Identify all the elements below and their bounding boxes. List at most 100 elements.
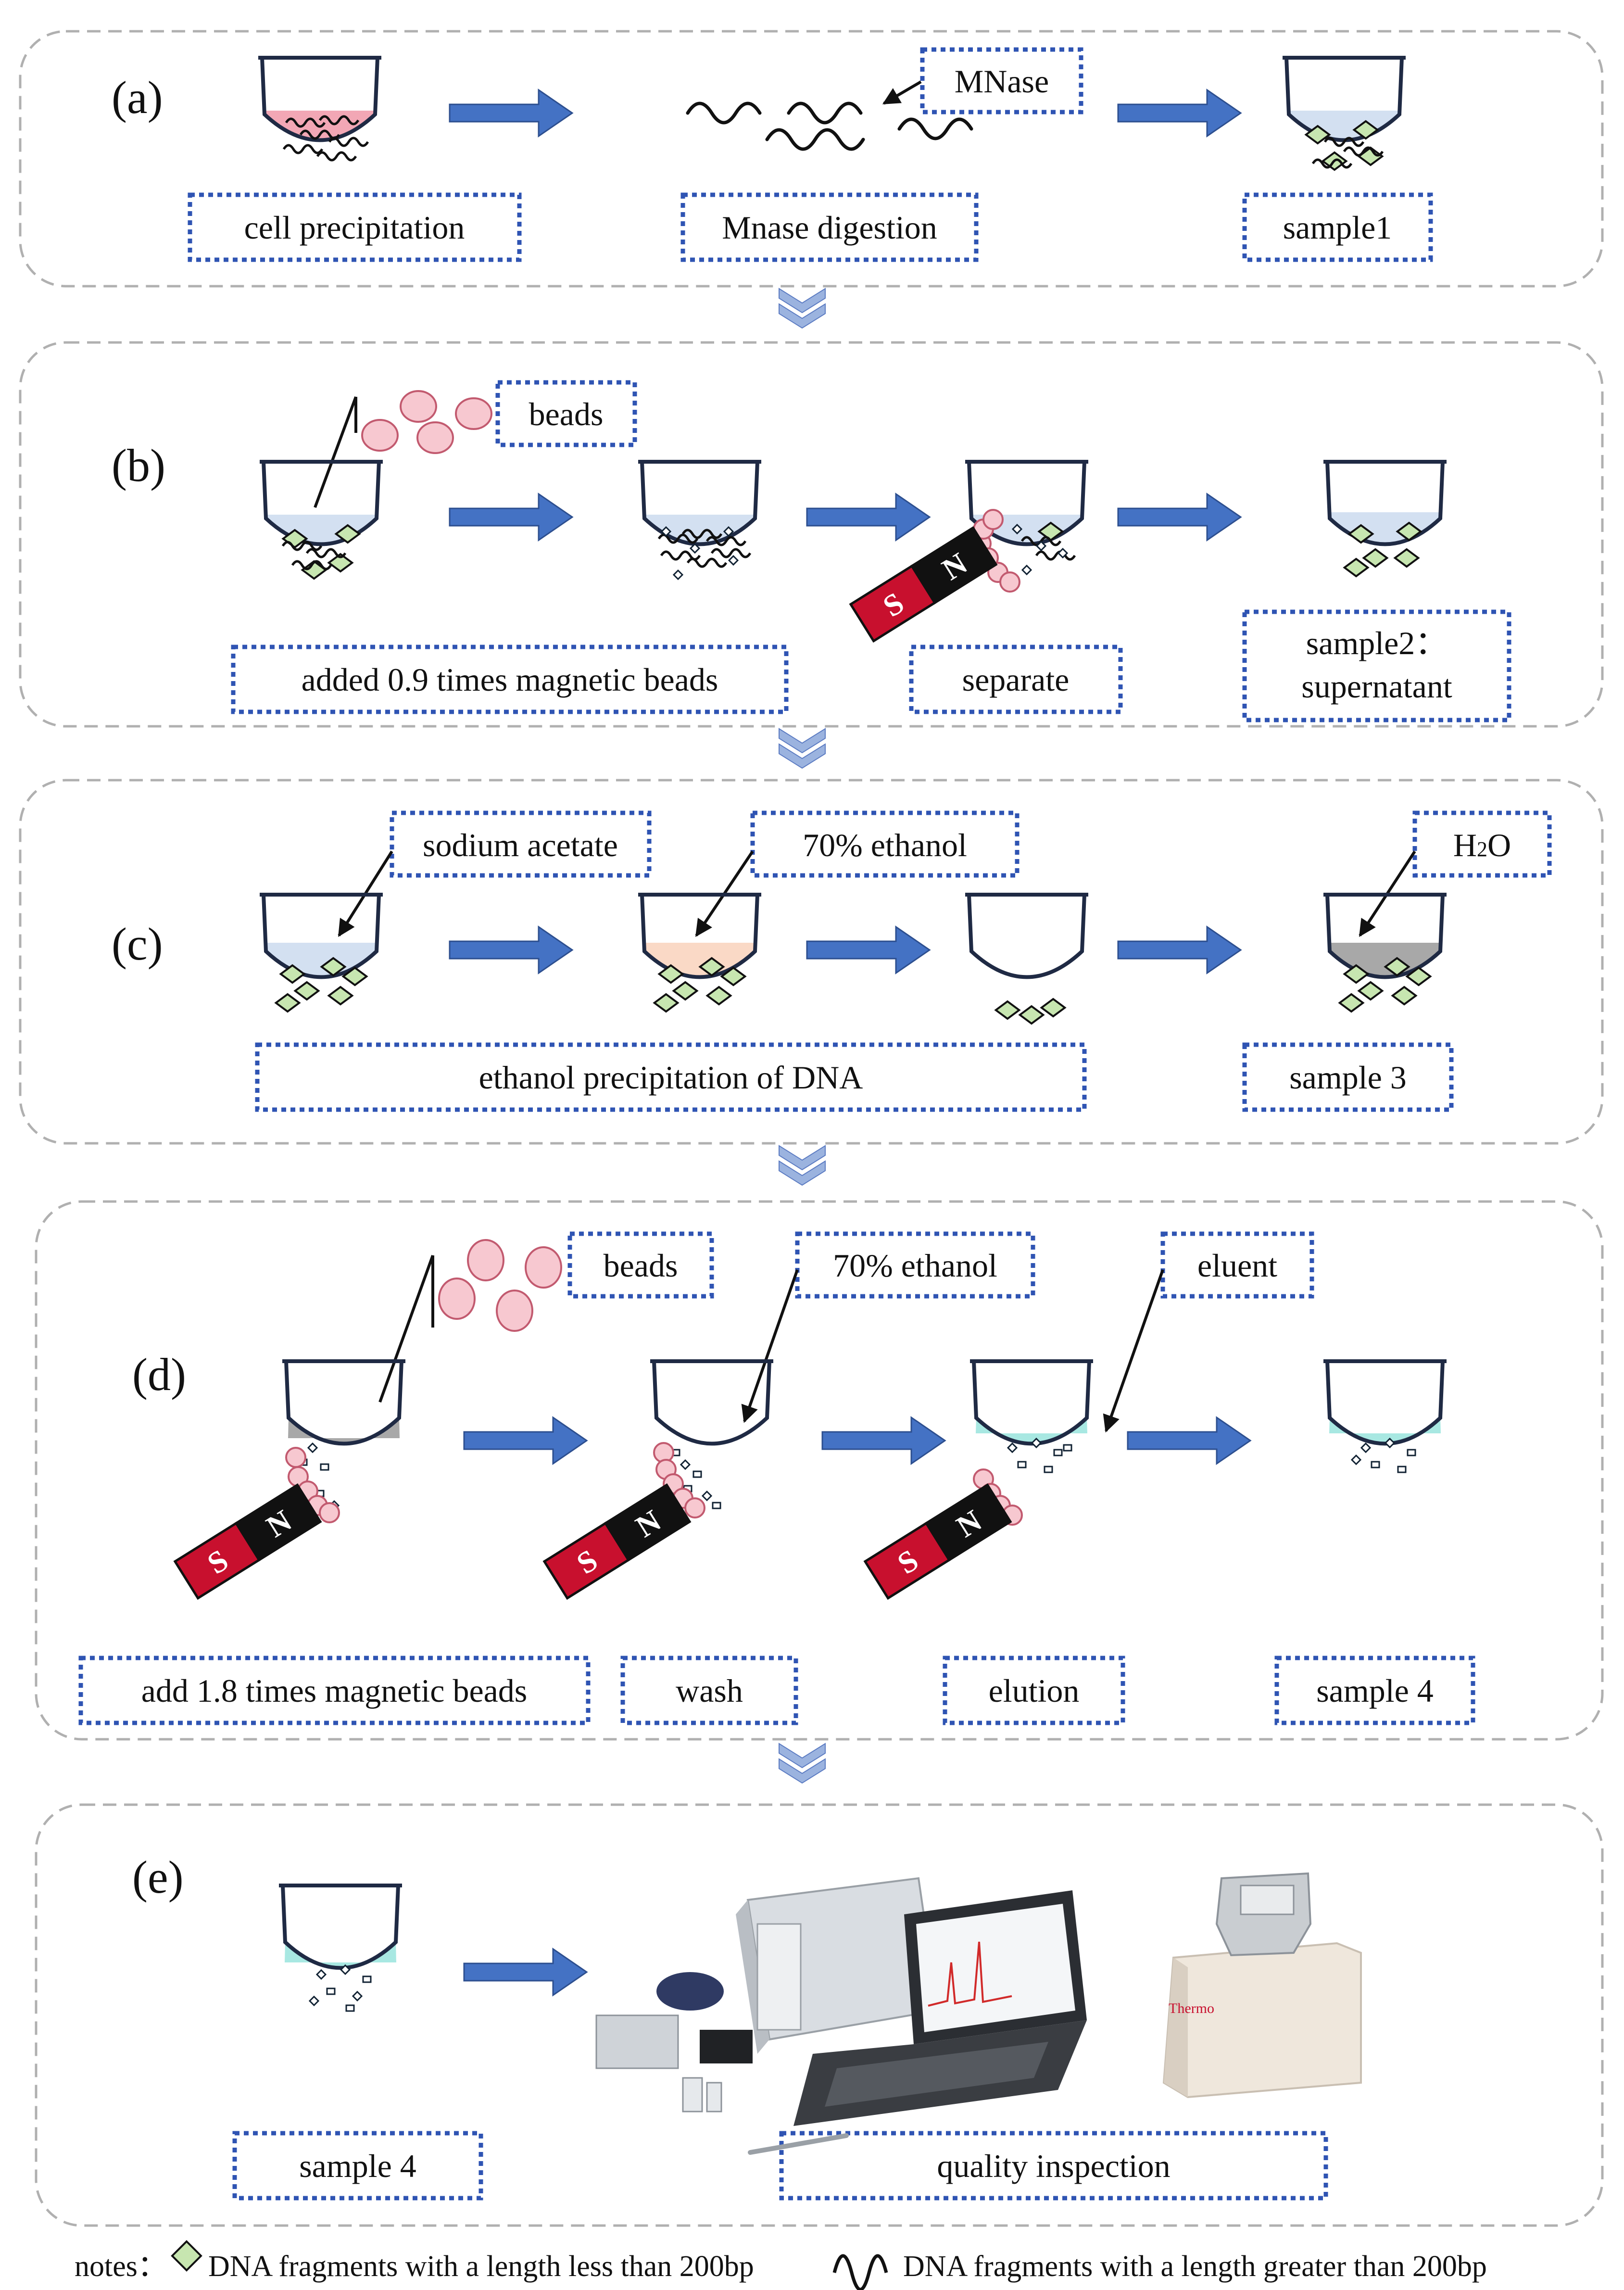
panel-letters: (a) (b) (c) (d) (e) [112,72,186,1903]
label-box-wash [620,1656,798,1725]
short-fragment [1396,521,1423,542]
label-mnase-digestion: Mnase digestion [722,209,937,246]
tube-outline [281,1885,400,1970]
flow-arrow [1117,89,1242,138]
short-fragment [1352,120,1379,140]
fragment-mark [340,1964,351,1975]
tube-outline [967,894,1086,979]
flow-arrow [806,493,931,542]
short-fragment [293,981,320,1001]
flow-arrows [449,89,1252,1997]
long-fragment [710,548,752,558]
callout-eluent: eluent [1197,1247,1277,1284]
flow-arrow [1117,925,1242,974]
pointer-arrow [1103,1269,1164,1433]
fragment-mark [1011,523,1023,535]
legend-short-fragments: DNA fragments with a length less than 20… [208,2250,754,2283]
flow-arrow [463,1948,588,1997]
bead [982,509,1004,530]
magnet-north-pole [234,1483,322,1562]
long-fragment [316,151,357,162]
short-fragment [1343,964,1370,984]
callout-box-ethanol-d [795,1231,1035,1299]
callout-sodium-acetate: sodium acetate [423,827,618,863]
fragment-mark [320,1463,329,1471]
fragment-mark [1407,1449,1416,1456]
tube-outline [640,461,759,546]
short-fragment [1391,986,1418,1006]
long-fragment [291,560,332,570]
tube [650,1359,773,1518]
chevron-icon [779,288,826,314]
label-sample2-line1: sample2： [1306,625,1448,661]
fragment-mark [1053,1449,1063,1456]
fragment-mark [1057,547,1069,559]
fragment-mark [1021,564,1032,576]
fragment-mark [692,1470,702,1478]
label-box-sample1 [1242,192,1433,262]
mnase-dna-strands [686,101,973,151]
fragment-mark [308,1995,320,2007]
long-fragment [282,144,324,154]
fragment-mark [680,1459,691,1470]
tube-outline [652,1361,771,1446]
fragment-mark [660,526,672,537]
short-fragment [1405,966,1432,987]
short-fragment [653,993,680,1013]
label-cell-precipitation: cell precipitation [244,209,465,246]
tube-outline [284,1361,403,1446]
bead [400,390,437,423]
label-box-mnase-digestion [680,192,979,262]
long-fragment [705,536,747,546]
short-fragment [1393,548,1420,568]
bead [361,419,399,452]
label-quality-inspection: quality inspection [937,2148,1170,2184]
tube [260,460,383,580]
flow-arrow [449,925,574,974]
label-wash: wash [676,1672,743,1709]
panel-b-letter: (b) [112,440,165,491]
bead [438,1278,476,1320]
fragment-mark [1044,1466,1053,1473]
short-fragment [1384,957,1410,977]
tube-liquid [976,1417,1087,1444]
short-fragment [1347,524,1374,544]
callout-box-water [1412,810,1552,878]
fragment-mark [1063,1444,1072,1452]
fragment-mark [315,1969,327,1980]
callout-box-beads-d [567,1231,714,1299]
long-fragment [1323,137,1365,147]
fragment-mark [672,569,684,581]
label-add-beads: add 1.8 times magnetic beads [141,1672,528,1709]
fragment-mark [352,1990,363,2002]
fragment-mark [1384,1437,1396,1449]
panel-a-frame [19,30,1604,288]
bioanalyzer-workstation-illustration [595,1877,1087,2155]
tube-outline [260,57,379,142]
bead [525,1246,562,1289]
long-fragment [305,548,347,558]
flow-arrow [463,1416,588,1465]
short-fragment [705,986,732,1006]
tube-liquid [1329,512,1441,544]
tube-outline [262,894,381,979]
short-fragment [1357,981,1384,1001]
pointer-arrow [741,1269,799,1423]
short-fragment [327,553,354,573]
tube [258,56,381,162]
chevron-icon [779,1758,826,1784]
callout-pointers [314,80,1416,1433]
panel-b-frame [19,341,1604,728]
magnet-icon: SN [863,1483,1012,1600]
short-fragment [994,1000,1021,1020]
short-fragment [672,981,699,1001]
chevron-icon [779,743,826,769]
fragment-mark [1007,1442,1018,1454]
bead [467,1239,504,1281]
tube [1283,56,1406,171]
short-fragment [327,986,354,1006]
flow-arrow [449,89,574,138]
bead [684,1497,705,1518]
chevron-icon [779,1743,826,1769]
